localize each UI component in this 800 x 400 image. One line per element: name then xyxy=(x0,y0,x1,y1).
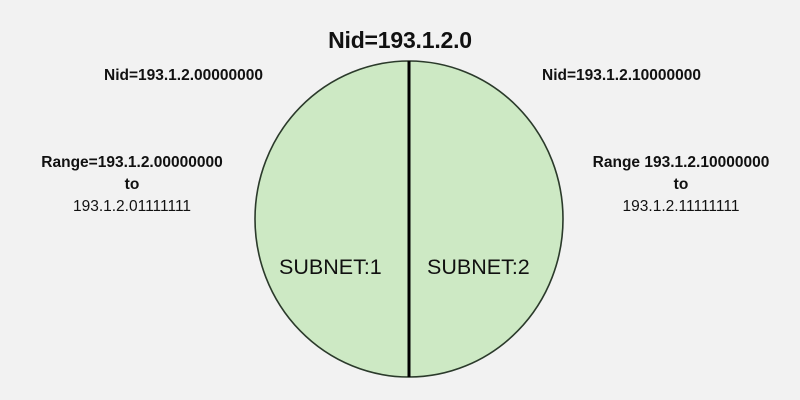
range-block-subnet-2: Range 193.1.2.10000000 to 193.1.2.111111… xyxy=(562,152,800,218)
subnet-label-1: SUBNET:1 xyxy=(279,255,382,279)
subnet-circle-svg xyxy=(254,60,564,378)
subnet-label-2: SUBNET:2 xyxy=(427,255,530,279)
range-end-subnet-1: 193.1.2.01111111 xyxy=(72,198,192,215)
range-to-subnet-1: to xyxy=(124,176,140,193)
subnet-circle xyxy=(254,60,564,378)
nid-label-subnet-1: Nid=193.1.2.00000000 xyxy=(104,67,264,84)
page-title: Nid=193.1.2.0 xyxy=(328,27,472,53)
range-end-subnet-2: 193.1.2.11111111 xyxy=(622,198,740,215)
nid-label-subnet-2: Nid=193.1.2.10000000 xyxy=(542,67,702,84)
range-start-subnet-2: Range 193.1.2.10000000 xyxy=(592,154,770,171)
range-start-subnet-1: Range=193.1.2.00000000 xyxy=(41,154,223,171)
range-block-subnet-1: Range=193.1.2.00000000 to 193.1.2.011111… xyxy=(12,152,252,218)
range-to-subnet-2: to xyxy=(673,176,689,193)
